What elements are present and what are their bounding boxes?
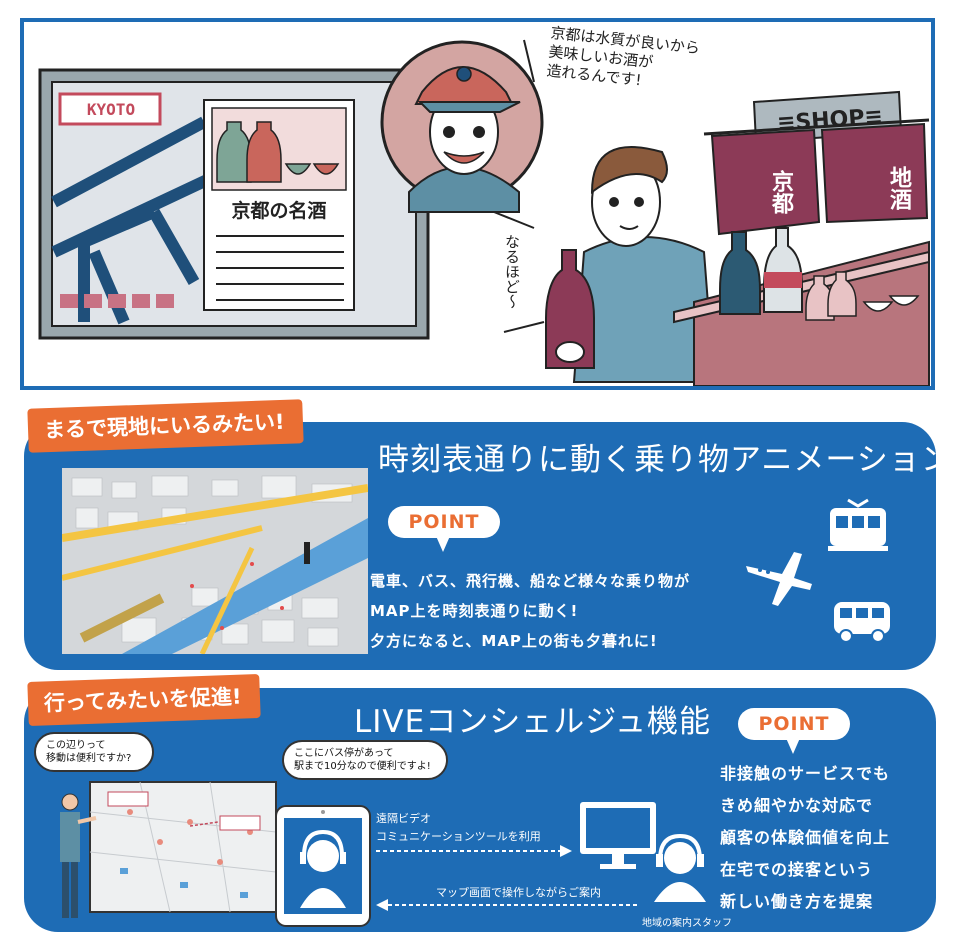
poster-caption: 京都の名酒 (231, 200, 327, 222)
comic-illustration-panel: KYOTO 京都の名酒 京都は水質が良いから 美味しいお酒が 造れるんです! な… (20, 18, 935, 390)
section1-point-tail (436, 536, 450, 552)
tablet-icon (275, 805, 371, 927)
vehicle-animation-section: 時刻表通りに動く乗り物アニメーション POINT 電車、バス、飛行機、船など様々… (24, 422, 936, 670)
noren-right-label: 地酒 (886, 166, 911, 210)
noren-left-label: 京都 (768, 170, 793, 214)
guidance-arrow (376, 899, 640, 911)
live-concierge-section: LIVEコンシェルジュ機能 この辺りって 移動は便利ですか? ここにバス停があっ… (24, 688, 936, 932)
section2-point-badge: POINT (738, 708, 850, 740)
bus-icon (834, 602, 890, 643)
3d-map-screenshot (62, 468, 368, 654)
feature-line-2: きめ細やかな対応で (720, 796, 874, 815)
section1-desc-line-3: 夕方になると、MAP上の街も夕暮れに! (370, 632, 658, 650)
local-staff-label: 地域の案内スタッフ (642, 918, 732, 929)
video-arrow (376, 845, 572, 857)
signage-pink-squares (60, 294, 174, 308)
section1-point-badge: POINT (388, 506, 500, 538)
feature-line-5: 新しい働き方を提案 (720, 892, 874, 911)
section2-point-tail (786, 738, 800, 754)
section1-desc-line-1: 電車、バス、飛行機、船など様々な乗り物が (370, 572, 691, 590)
feature-line-1: 非接触のサービスでも (720, 764, 891, 783)
section1-title: 時刻表通りに動く乗り物アニメーション (378, 442, 936, 478)
monitor-icon (580, 802, 656, 869)
section2-title: LIVEコンシェルジュ機能 (354, 704, 712, 740)
kyoto-sign-label: KYOTO (86, 100, 136, 119)
section2-tag: 行ってみたいを促進! (27, 673, 261, 727)
headset-staff-icon (654, 834, 706, 902)
visitor-speech-bubble: この辺りって 移動は便利ですか? (34, 732, 154, 772)
airplane-icon (746, 552, 812, 606)
feature-line-4: 在宅での接客という (720, 860, 874, 879)
section1-desc-line-2: MAP上を時刻表通りに動く! (370, 602, 579, 620)
tourist-speech: なるほど〜 (503, 234, 521, 309)
comic-artwork (38, 39, 930, 386)
train-icon (828, 498, 888, 551)
map-guidance-label: マップ画面で操作しながらご案内 (436, 886, 601, 899)
video-tool-label: 遠隔ビデオ コミュニケーションツールを利用 (376, 812, 541, 843)
staff-speech-bubble: ここにバス停があって 駅まで10分なので便利ですよ! (282, 740, 448, 780)
visitor-at-signage (60, 781, 277, 918)
feature-line-3: 顧客の体験価値を向上 (720, 828, 891, 847)
